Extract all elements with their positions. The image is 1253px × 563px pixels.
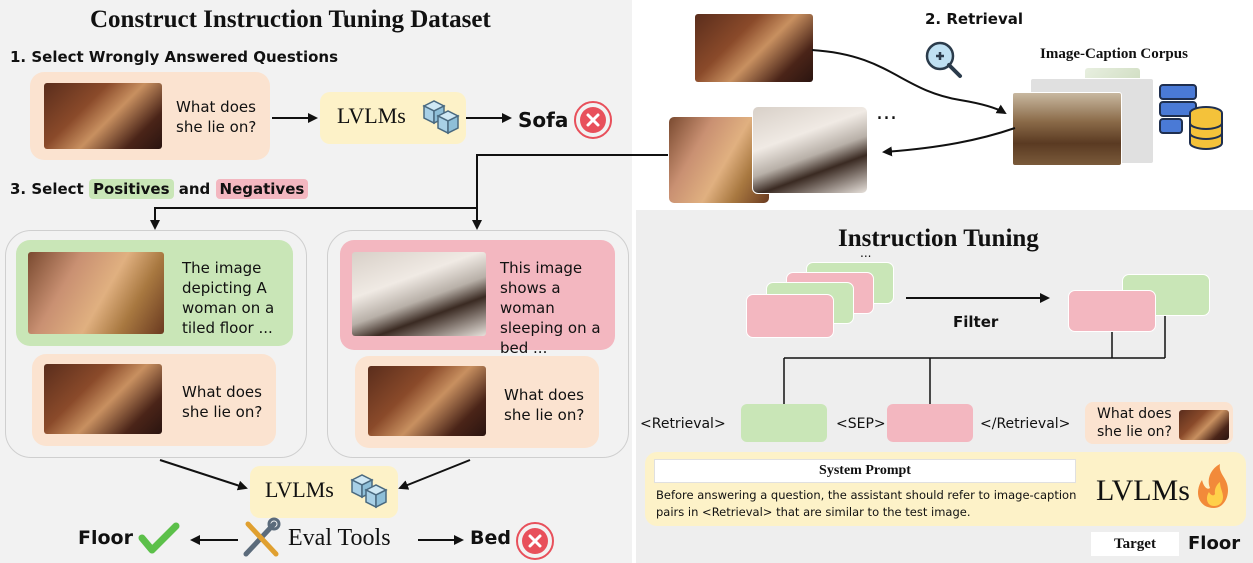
negative-query-image — [368, 366, 486, 436]
negative-caption: This image shows a woman sleeping on a b… — [500, 259, 601, 357]
lvlm-label-2: LVLMs — [265, 477, 334, 502]
negative-image — [352, 252, 486, 336]
positives-tag: Positives — [88, 179, 174, 199]
question-text: What does she lie on? — [176, 98, 257, 136]
cube-icon — [422, 100, 460, 135]
positive-caption: The image depicting A woman on a tiled f… — [182, 259, 275, 337]
negatives-tag: Negatives — [215, 179, 309, 199]
arrow-query-to-corpus — [811, 49, 1007, 115]
arrow-corpus-to-retrieved — [882, 127, 1016, 157]
step3-label: 3. Select Positives and Negatives — [10, 179, 309, 199]
tuning-question: What does she lie on? — [1097, 406, 1172, 440]
database-icon — [1159, 84, 1223, 150]
retrieval-close-tag: </Retrieval> — [980, 416, 1071, 432]
step3-prefix: 3. Select — [10, 180, 84, 198]
system-prompt-text: Before answering a question, the assista… — [656, 488, 1077, 519]
fire-icon — [1198, 464, 1228, 508]
eval-tools-label: Eval Tools — [288, 525, 391, 551]
step1-label: 1. Select Wrongly Answered Questions — [10, 48, 339, 66]
retrieval-open-tag: <Retrieval> — [640, 416, 726, 432]
arrow-to-positive — [150, 154, 668, 230]
negative-group — [327, 230, 629, 458]
filter-label: Filter — [953, 313, 999, 331]
arrow-positive-to-lvlm — [159, 459, 248, 491]
tuning-title: Instruction Tuning — [838, 225, 1039, 252]
wrong-x-icon-2 — [516, 522, 554, 560]
wrong-x-icon — [574, 101, 612, 139]
cube-icon-2 — [350, 474, 388, 509]
system-prompt-title: System Prompt — [654, 459, 1076, 483]
stack-ellipsis: ... — [860, 246, 872, 260]
positive-image — [28, 252, 164, 334]
corpus-label: Image-Caption Corpus — [1040, 46, 1188, 62]
wrong-answer-label: Sofa — [518, 108, 569, 132]
positive-group — [5, 230, 307, 458]
target-label: Target — [1091, 532, 1179, 556]
positive-query-image — [44, 364, 162, 434]
target-value: Floor — [1188, 533, 1241, 554]
retrieved-image-2 — [752, 106, 868, 194]
dataset-title: Construct Instruction Tuning Dataset — [90, 6, 491, 33]
incorrect-answer-label: Bed — [470, 527, 511, 549]
tuning-query-image — [1179, 410, 1229, 440]
corpus-image-front — [1012, 92, 1122, 166]
correct-answer-label: Floor — [78, 527, 133, 549]
tools-icon — [243, 517, 281, 557]
filtered-card-pink — [1068, 290, 1156, 332]
stack-card-4 — [746, 294, 834, 338]
retrieval-green-slot — [741, 404, 827, 442]
positive-question: What does she lie on? — [182, 383, 263, 421]
tuning-lvlm-label: LVLMs — [1096, 474, 1190, 507]
sep-tag: <SEP> — [836, 416, 886, 432]
lvlm-label-1: LVLMs — [337, 103, 406, 128]
magnifier-icon — [925, 41, 962, 78]
retrieval-pink-slot — [887, 404, 973, 442]
arrow-negative-to-lvlm — [398, 459, 471, 490]
retrieved-ellipsis: ... — [876, 100, 897, 125]
retrieval-query-image — [695, 14, 813, 82]
check-icon — [138, 522, 180, 554]
negative-question: What does she lie on? — [504, 386, 585, 424]
query-image — [44, 83, 162, 149]
step3-and: and — [178, 180, 211, 198]
step2-label: 2. Retrieval — [925, 10, 1024, 28]
